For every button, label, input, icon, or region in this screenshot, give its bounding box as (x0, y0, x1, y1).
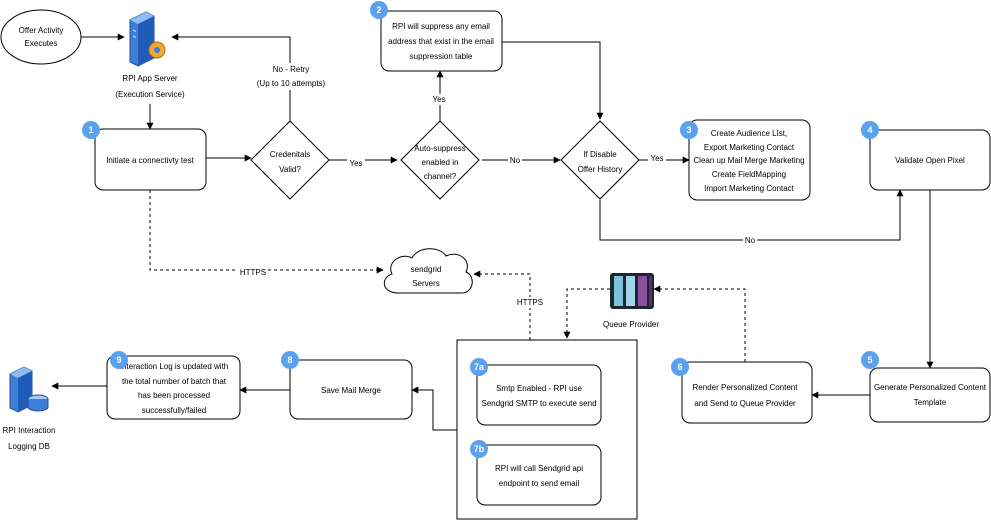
queue-icon[interactable] (610, 273, 654, 309)
edge-label-yes-disable: Yes (648, 153, 666, 164)
step8-text: Save Mail Merge (321, 386, 382, 395)
database-icon[interactable] (9, 366, 49, 413)
badge-2: 2 (370, 1, 388, 19)
svg-text:3: 3 (686, 125, 691, 135)
step1-node[interactable]: Initiate a connectivty test (94, 128, 207, 191)
edge-step2-to-disable (502, 41, 604, 120)
edge-label-no-autosuppress: No (508, 155, 522, 166)
svg-text:8: 8 (287, 355, 292, 365)
badge-7a: 7a (470, 358, 488, 376)
badge-5: 5 (861, 351, 879, 369)
yes-credentials-label: Yes (349, 159, 362, 168)
badge-1: 1 (82, 121, 100, 139)
svg-text:7a: 7a (474, 362, 485, 372)
step4-node[interactable]: Validate Open Pixel (869, 129, 991, 191)
badge-3: 3 (680, 121, 698, 139)
svg-text:9: 9 (116, 355, 121, 365)
step1-text: Initiate a connectivty test (106, 156, 194, 165)
svg-text:5: 5 (867, 355, 872, 365)
no-retry-label: No - Retry(Up to 10 attempts) (257, 65, 326, 88)
svg-text:7b: 7b (474, 444, 485, 454)
badge-4: 4 (861, 121, 879, 139)
edge-label-https-step1: HTTPS (238, 267, 268, 278)
edge-step6-to-queue[interactable] (653, 285, 746, 362)
edges (51, 33, 934, 431)
step4-text: Validate Open Pixel (895, 156, 965, 165)
svg-text:4: 4 (867, 125, 872, 135)
edge-label-no-retry: No - Retry(Up to 10 attempts) (254, 63, 330, 90)
edge-container-to-sendgrid (473, 270, 531, 340)
edge-label-yes-credentials: Yes (347, 158, 365, 169)
no-autosuppress-label: No (510, 156, 521, 165)
edge-label-yes-autosuppress: Yes (430, 94, 448, 105)
edge-credentials-retry (171, 33, 291, 121)
badge-8: 8 (281, 351, 299, 369)
svg-text:1: 1 (88, 125, 93, 135)
svg-text:2: 2 (376, 5, 381, 15)
edge-label-https-7: HTTPS (515, 297, 545, 308)
https-7-label: HTTPS (517, 298, 543, 307)
yes-autosuppress-label: Yes (432, 95, 445, 104)
step8-node[interactable]: Save Mail Merge (289, 359, 413, 420)
server-icon[interactable] (129, 11, 166, 67)
step3-node[interactable]: Create Audience LIst,Export Marketing Co… (688, 119, 811, 201)
badge-7b: 7b (470, 440, 488, 458)
app-server-label: RPI App Server(Execution Service) (115, 74, 185, 99)
yes-disable-label: Yes (650, 154, 663, 163)
svg-text:6: 6 (677, 362, 682, 372)
badge-6: 6 (671, 358, 689, 376)
edge-step1-to-sendgrid (149, 190, 384, 274)
https-step1-label: HTTPS (240, 268, 266, 277)
badge-9: 9 (110, 351, 128, 369)
edge-label-no-disable: No (743, 235, 757, 246)
edge-container-to-step8 (411, 386, 457, 431)
edge-queue-to-container (563, 288, 610, 339)
no-disable-label: No (745, 236, 756, 245)
step3-text: Create Audience LIst,Export Marketing Co… (693, 129, 804, 193)
queue-provider-label: Queue Provider (603, 320, 659, 329)
